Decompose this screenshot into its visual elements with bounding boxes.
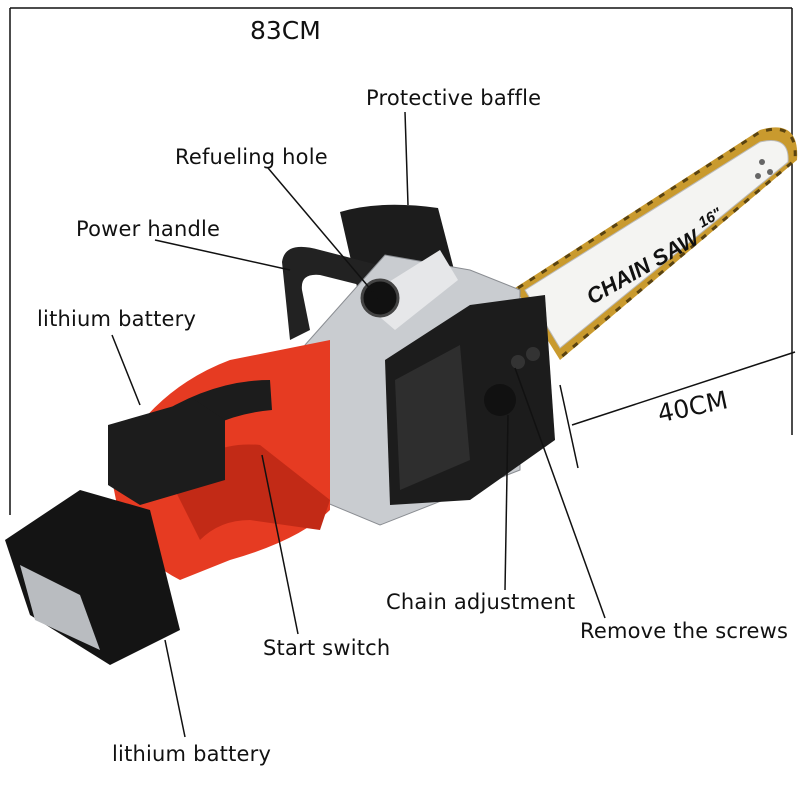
lithium-battery-top-leader [111, 334, 141, 406]
callout-lines [111, 111, 606, 738]
side-cover [385, 295, 555, 505]
start-switch-label: Start switch [263, 636, 391, 660]
chain-adjustment-label: Chain adjustment [386, 590, 576, 614]
lithium-battery-bottom-leader [164, 639, 186, 738]
battery-bottom [5, 490, 180, 665]
start-switch-leader [261, 454, 299, 635]
guide-bar: CHAIN SAW 16" [515, 127, 798, 360]
battery-top [108, 400, 225, 505]
bar-hole [755, 173, 761, 179]
power-handle-leader [154, 239, 291, 271]
power-handle [282, 246, 390, 340]
lithium-battery-top-label: lithium battery [37, 307, 197, 331]
protective-baffle-label: Protective baffle [366, 86, 542, 110]
length-dimension-label: 83CM [250, 16, 321, 45]
refueling-hole-label: Refueling hole [175, 145, 328, 169]
power-handle-label: Power handle [76, 217, 221, 241]
refueling-hole-leader [267, 167, 379, 299]
chain-adjustment-knob [484, 384, 516, 416]
remove-screws-label: Remove the screws [580, 619, 789, 643]
bar-extent [559, 384, 579, 469]
remove-screws-leader [514, 367, 606, 619]
bar-screw [511, 355, 525, 369]
chain-adjustment-leader [504, 414, 509, 591]
bar-dimension-line [571, 351, 796, 426]
bar-screw [526, 347, 540, 361]
bar-plate [524, 140, 789, 349]
dimension-lines [9, 7, 796, 515]
lithium-battery-bottom-label: lithium battery [112, 742, 272, 766]
bar-hole [759, 159, 765, 165]
bar-hole [767, 169, 773, 175]
protective-baffle-leader [404, 111, 409, 206]
